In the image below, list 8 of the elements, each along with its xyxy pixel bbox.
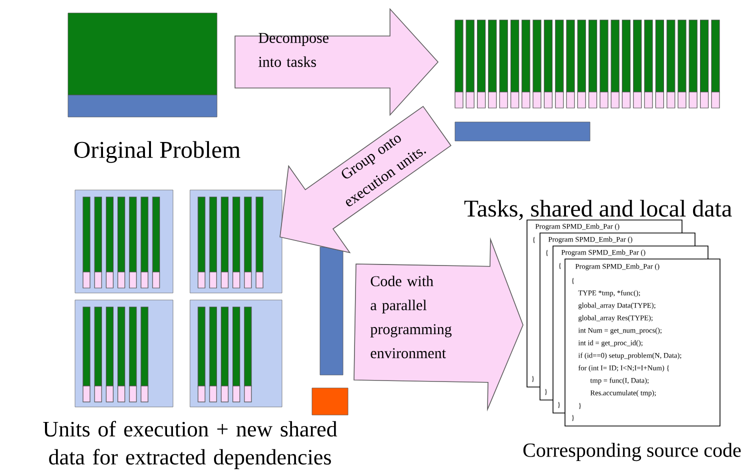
node-label: Units of execution + new shared data for extracted dependencies	[43, 420, 338, 470]
node-label: Tasks, shared and local data	[464, 200, 732, 220]
arrow-label: Code with a parallel programming environment	[370, 276, 452, 358]
node-label: Corresponding source code	[523, 442, 741, 462]
block-arrow	[234, 8, 439, 116]
block-arrow	[354, 237, 524, 412]
arrow-label: Decompose into tasks	[258, 33, 328, 67]
node-label: Original Problem	[74, 141, 240, 163]
